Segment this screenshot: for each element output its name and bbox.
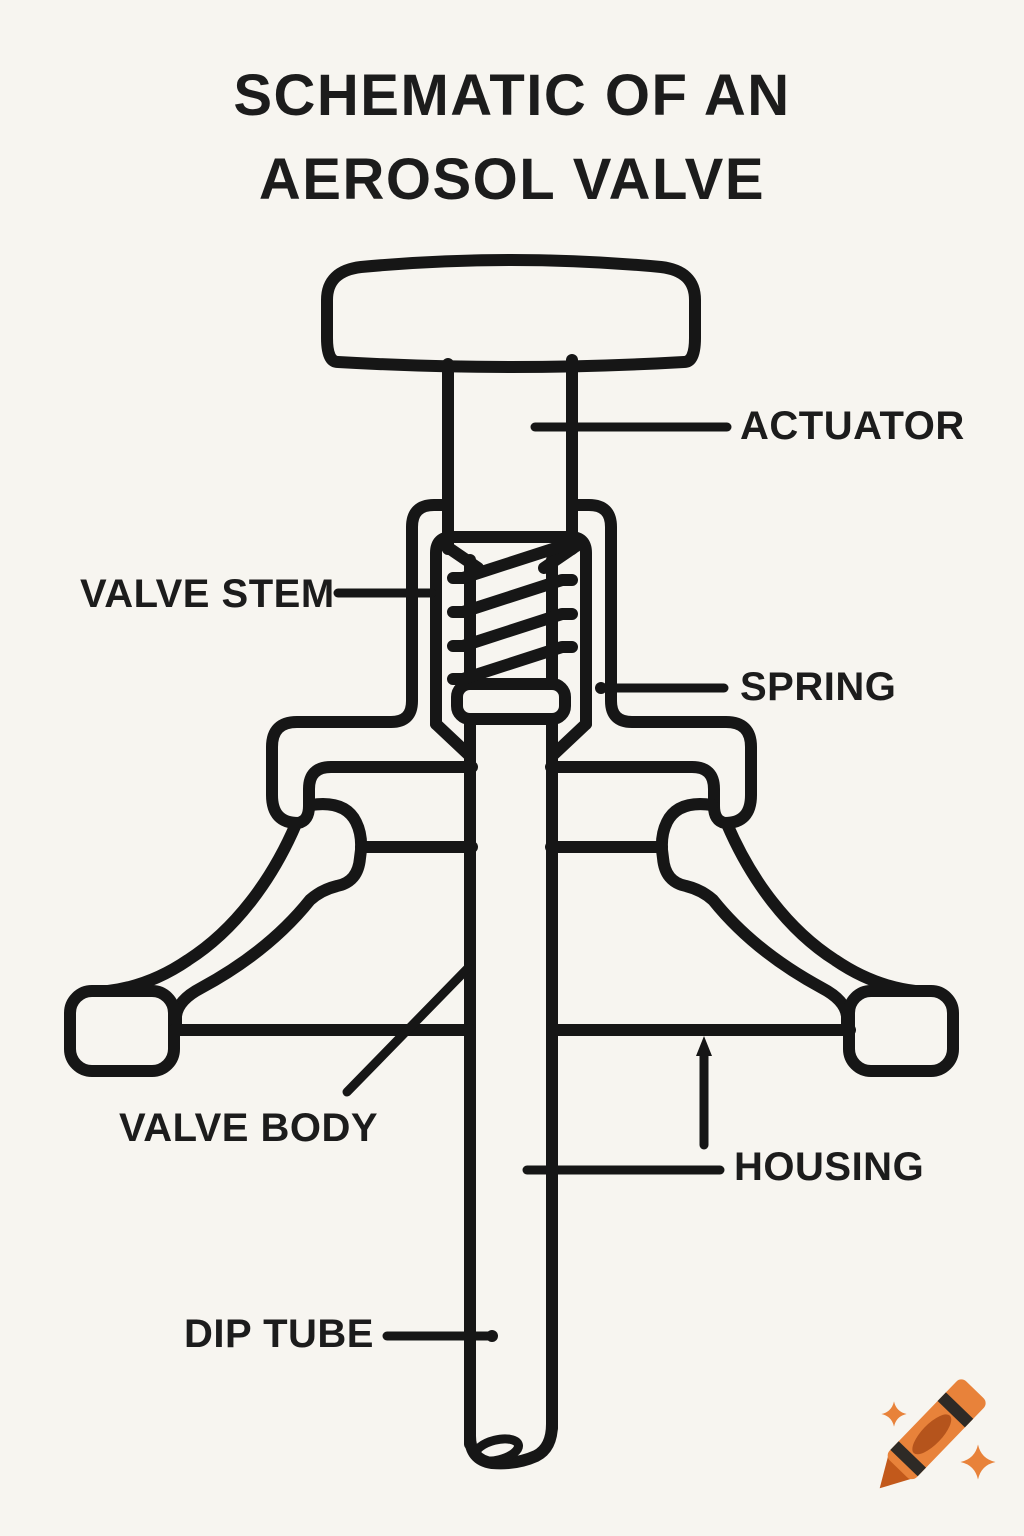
leader-lines (333, 422, 732, 1342)
label-dip-tube: DIP TUBE (184, 1312, 374, 1356)
valve-body-leader (342, 963, 473, 1097)
sparkle-icon (881, 1401, 907, 1427)
crayon-tip (879, 1452, 915, 1489)
crayon-logo (879, 1379, 996, 1489)
valve-body-drawing (64, 499, 959, 1077)
housing-cone-right (546, 718, 592, 762)
cup-foot-left (64, 985, 180, 1077)
title-line-1: SCHEMATIC OF AN (233, 63, 791, 128)
housing-arrowhead (696, 1036, 712, 1056)
spring-coil (447, 608, 578, 652)
cup-flange-right (545, 499, 757, 829)
housing-cone-left (430, 718, 476, 762)
shoulder-outer-left (102, 818, 302, 997)
label-actuator: ACTUATOR (740, 404, 965, 448)
label-valve-body: VALVE BODY (119, 1106, 379, 1150)
actuator-cap (321, 254, 701, 373)
crayon-label-ellipse (912, 1414, 952, 1455)
spring-coil (447, 641, 578, 685)
label-housing: HOUSING (734, 1145, 925, 1189)
stem-seal-washer (451, 678, 571, 725)
sparkle-icon (960, 1444, 996, 1480)
cup-flange-left (266, 499, 478, 829)
actuator-drawing (321, 254, 701, 555)
label-spring: SPRING (740, 665, 897, 709)
title-line-2: AEROSOL VALVE (258, 147, 766, 212)
cup-curl-left (170, 798, 368, 1036)
dip-tube-opening (471, 1434, 523, 1466)
diagram-title: SCHEMATIC OF AN AEROSOL VALVE (0, 54, 1024, 222)
crayon-icon (879, 1379, 986, 1489)
cup-foot-right (843, 985, 959, 1077)
crayon-band-back (937, 1392, 974, 1428)
cup-curl-right (655, 798, 853, 1036)
label-valve-stem: VALVE STEM (80, 572, 335, 616)
crayon-band-front (890, 1441, 927, 1477)
spring-coil (447, 574, 578, 618)
shoulder-outer-right (721, 818, 921, 997)
